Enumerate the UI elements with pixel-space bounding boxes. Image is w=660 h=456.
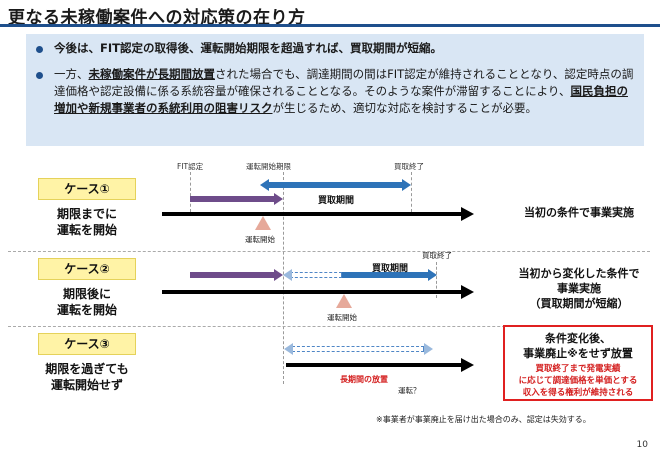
case-1-timeline-axis <box>162 212 462 216</box>
case-3-result-line-1: 条件変化後、 <box>545 332 611 345</box>
arrow-left-icon <box>260 179 269 191</box>
case-3-result-sub-line-1: 買取終了まで発電実績 <box>535 364 621 374</box>
header-fit: FIT認定 <box>177 162 204 171</box>
summary-bullet-2: 一方、未稼働案件が長期間放置された場合でも、調達期間の間はFIT認定が維持される… <box>36 66 636 117</box>
case-1-description: 期限までに 運転を開始 <box>32 206 142 238</box>
case-2-lost-period-bar <box>290 272 342 278</box>
case-2-result-line-1: 当初から変化した条件で <box>518 267 640 280</box>
case-2-description: 期限後に 運転を開始 <box>32 286 142 318</box>
arrow-right-icon <box>428 269 437 281</box>
page-number: 10 <box>636 440 648 450</box>
case-1-pre-period-arrow-icon <box>274 193 283 205</box>
case-2-desc-line-1: 期限後に <box>62 287 111 301</box>
case-3-result-sub: 買取終了まで発電実績 に応じて調達価格を単価とする 収入を得る権利が維持される <box>505 363 651 399</box>
case-2-desc-line-2: 運転を開始 <box>56 303 117 317</box>
arrow-left-icon <box>284 343 293 355</box>
case-2-badge: ケース② <box>38 258 136 280</box>
case-2-purchase-end-label: 買取終了 <box>422 251 452 260</box>
case-3-desc-line-1: 期限を過ぎても <box>45 362 129 376</box>
timeline-arrow-icon <box>461 285 474 299</box>
case-2-timeline-axis <box>162 290 462 294</box>
case-3-start-label: 運転？ <box>398 386 421 395</box>
bullet-dot-icon <box>36 72 43 79</box>
start-marker-icon <box>255 216 271 230</box>
case-2-pre-period-arrow-icon <box>274 269 283 281</box>
purchase-end-guide-line-1 <box>411 172 412 212</box>
timeline-arrow-icon <box>461 358 474 372</box>
bullet-dot-icon <box>36 46 43 53</box>
case-2-result: 当初から変化した条件で 事業実施 （買取期間が短縮） <box>508 266 650 311</box>
case-2-pre-period-bar <box>190 272 274 278</box>
case-3-timeline-axis <box>286 363 462 367</box>
bullet-2-emphasis-2: 国民負担の増加や新規事業者の系統利用の阻害リスク <box>54 84 628 115</box>
arrow-right-icon <box>424 343 433 355</box>
row-separator <box>8 326 650 327</box>
title-underline <box>0 24 660 27</box>
page-title: 更なる未稼働案件への対応策の在り方 <box>8 8 306 28</box>
bullet-2-part-a: 一方、 <box>54 67 89 81</box>
case-3-neglect-label: 長期間の放置 <box>340 375 388 384</box>
footnote: ※事業者が事業廃止を届け出た場合のみ、認定は失効する。 <box>376 415 591 424</box>
case-3-lost-period-bar <box>292 346 424 352</box>
case-1-period-label: 買取期間 <box>318 196 355 206</box>
start-marker-icon <box>336 294 352 308</box>
case-3-result-sub-line-3: 収入を得る権利が維持される <box>522 388 634 398</box>
case-3-badge: ケース③ <box>38 333 136 355</box>
arrow-right-icon <box>402 179 411 191</box>
arrow-left-icon <box>283 269 292 281</box>
case-1-desc-line-1: 期限までに <box>56 207 117 221</box>
case-2-result-line-3: （買取期間が短縮） <box>529 297 629 310</box>
row-separator <box>8 251 650 252</box>
case-2-period-label: 買取期間 <box>372 264 409 274</box>
case-1-badge: ケース① <box>38 178 136 200</box>
case-1-purchase-period-bar <box>268 182 402 188</box>
summary-bullet-1-text: 今後は、FIT認定の取得後、運転開始期限を超過すれば、買取期間が短縮。 <box>54 41 442 55</box>
summary-box: 今後は、FIT認定の取得後、運転開始期限を超過すれば、買取期間が短縮。 一方、未… <box>26 34 644 146</box>
summary-bullet-2-text: 一方、未稼働案件が長期間放置された場合でも、調達期間の間はFIT認定が維持される… <box>36 66 636 117</box>
timeline-arrow-icon <box>461 207 474 221</box>
case-2-purchase-period-bar <box>342 272 428 278</box>
case-1-pre-period-bar <box>190 196 274 202</box>
summary-bullet-1: 今後は、FIT認定の取得後、運転開始期限を超過すれば、買取期間が短縮。 <box>36 40 636 57</box>
case-1-start-label: 運転開始 <box>245 235 275 244</box>
bullet-2-part-c: が生じるため、適切な対応を検討することが必要。 <box>272 101 538 115</box>
case-2-start-label: 運転開始 <box>327 313 357 322</box>
case-3-desc-line-2: 運転開始せず <box>50 378 123 392</box>
case-3-result-line-2: 事業廃止※をせず放置 <box>523 347 633 360</box>
bullet-2-part-b: された場合でも、調達期間の間はFIT認定が維持されることとなり、認定時点の調達価… <box>54 67 634 98</box>
case-1-result: 当初の条件で事業実施 <box>524 206 634 219</box>
case-3-description: 期限を過ぎても 運転開始せず <box>32 361 142 393</box>
case-2-result-line-2: 事業実施 <box>557 282 601 295</box>
fit-guide-line <box>190 172 191 212</box>
header-deadline: 運転開始期限 <box>246 162 291 171</box>
case-3-result-main: 条件変化後、 事業廃止※をせず放置 <box>505 331 651 361</box>
case-3-result-box: 条件変化後、 事業廃止※をせず放置 買取終了まで発電実績 に応じて調達価格を単価… <box>503 325 653 401</box>
case-1-desc-line-2: 運転を開始 <box>56 223 117 237</box>
bullet-2-emphasis-1: 未稼働案件が長期間放置 <box>88 67 216 81</box>
header-purchase-end: 買取終了 <box>394 162 424 171</box>
case-3-result-sub-line-2: に応じて調達価格を単価とする <box>518 376 638 386</box>
